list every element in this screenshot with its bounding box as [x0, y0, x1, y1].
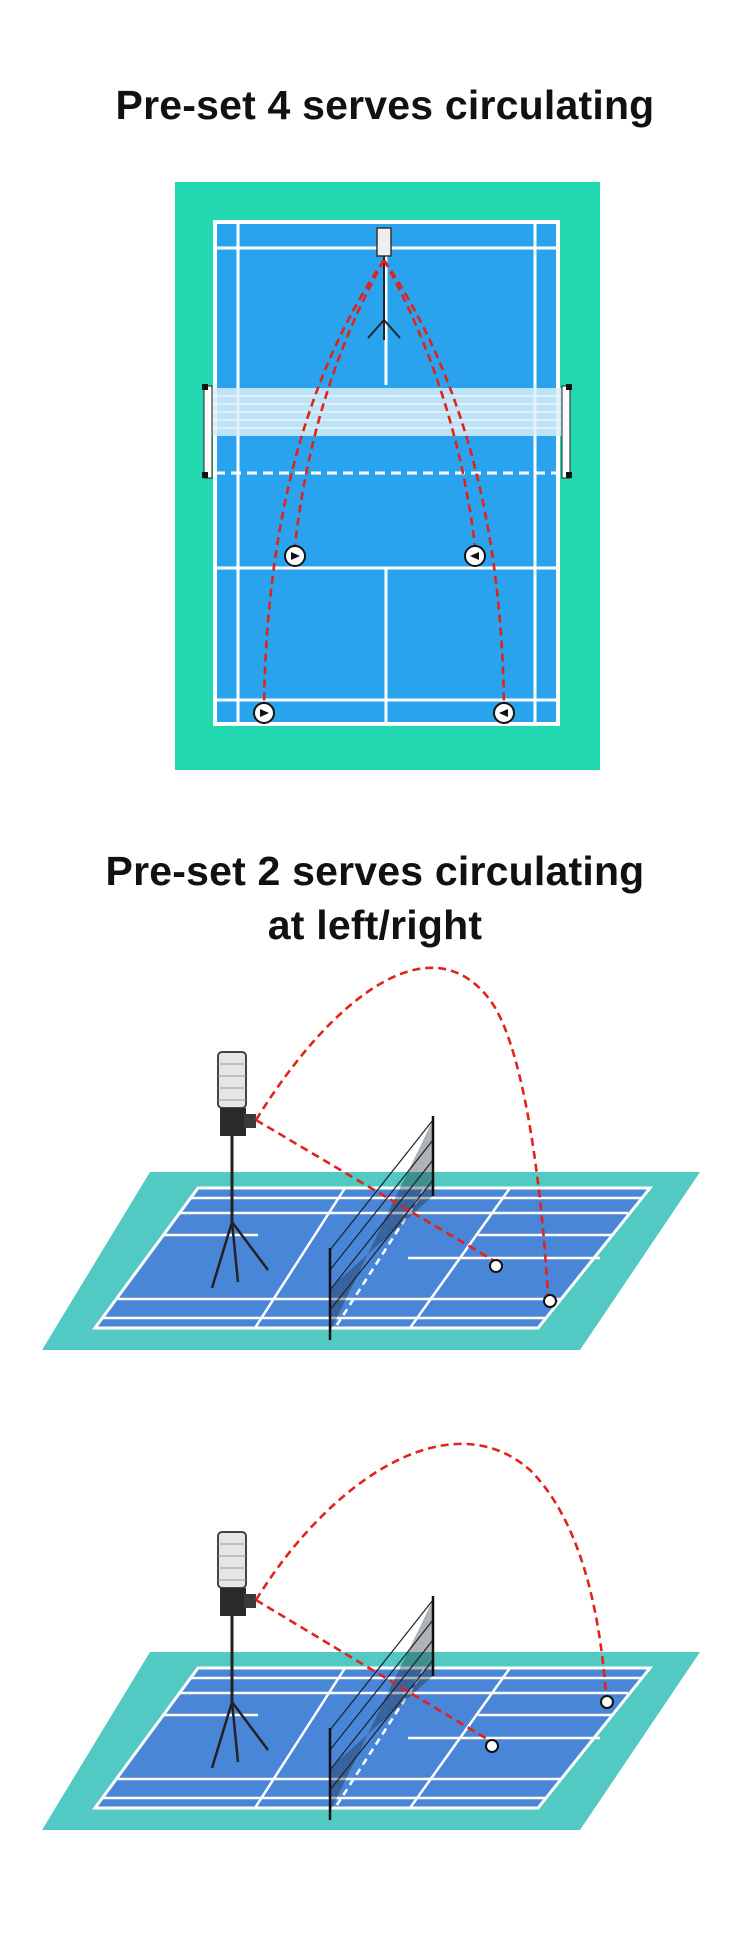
top-down-court-diagram: [175, 182, 600, 770]
shuttle-landing-icon: [489, 1259, 557, 1308]
shuttle-landing-icon: [253, 545, 515, 724]
serve-trajectories: [254, 1442, 608, 1744]
shuttle-machine-icon: [210, 1051, 269, 1289]
section2-title-line1: Pre-set 2 serves circulating: [105, 848, 645, 894]
section2-title: Pre-set 2 serves circulating at left/rig…: [0, 844, 750, 952]
net: [328, 1116, 435, 1340]
court-lines: [103, 1667, 642, 1809]
serve-trajectories: [254, 966, 550, 1297]
section2-title-line2: at left/right: [267, 902, 483, 948]
perspective-court-diagram-right: [42, 1442, 700, 1830]
net: [328, 1596, 435, 1820]
center-line: [333, 1667, 427, 1809]
court-lines: [103, 1187, 642, 1329]
shuttle-machine-icon: [367, 227, 401, 340]
net: [202, 384, 572, 479]
shuttle-machine-icon: [210, 1531, 269, 1769]
serve-trajectories: [262, 259, 506, 706]
center-line: [333, 1187, 427, 1329]
shuttle-landing-icon: [485, 1695, 614, 1753]
perspective-court-diagram-left: [42, 966, 700, 1350]
section1-title: Pre-set 4 serves circulating: [115, 82, 655, 128]
